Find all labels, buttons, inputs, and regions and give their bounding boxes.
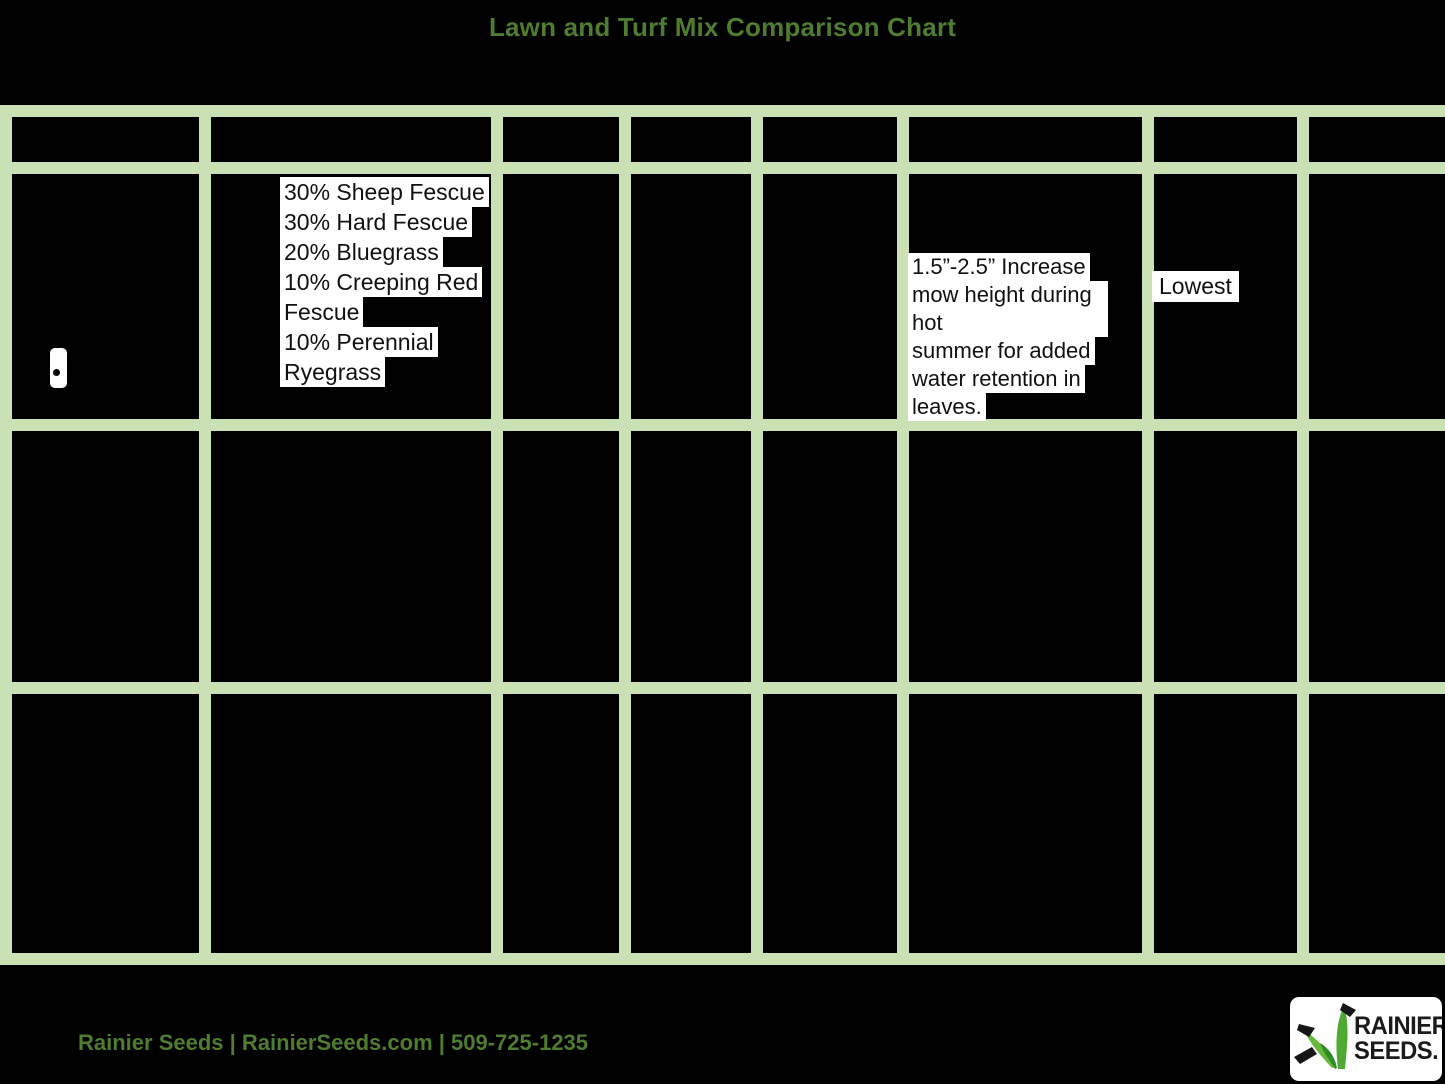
logo-line2: SEEDS. [1354,1037,1439,1065]
table-cell-r3-c7 [1309,694,1445,953]
highlighted-text-line: summer for added [908,337,1095,365]
table-cell-r3-c5 [909,694,1142,953]
table-cell-r1-c7 [1309,174,1445,419]
highlighted-text-line: 10% Perennial [280,327,438,357]
highlighted-text-line: leaves. [908,393,986,421]
table-cell-r3-c1 [211,694,491,953]
maintenance-level-text: Lowest [1152,271,1239,302]
table-cell-r3-c4 [763,694,897,953]
grass-blades-icon [1294,1003,1356,1069]
table-cell-r2-c0 [12,431,199,682]
footer-contact-line: Rainier Seeds | RainierSeeds.com | 509-7… [78,1030,589,1055]
table-cell-r3-c3 [631,694,751,953]
redaction-artifact [50,348,67,388]
artifact-dot [53,369,60,376]
table-cell-r1-c0 [12,174,199,419]
table-cell-r2-c5 [909,431,1142,682]
table-cell-r2-c6 [1154,431,1297,682]
highlighted-text-line: 10% Creeping Red [280,267,483,297]
table-cell-r3-c2 [503,694,619,953]
highlighted-text-line: 1.5”-2.5” Increase [908,253,1090,281]
table-cell-r1-c4 [763,174,897,419]
table-cell-r2-c7 [1309,431,1445,682]
table-cell-r1-c3 [631,174,751,419]
table-cell-r3-c6 [1154,694,1297,953]
highlighted-text-line: 30% Sheep Fescue [280,177,489,207]
table-cell-r0-c3 [631,117,751,162]
table-cell-r2-c3 [631,431,751,682]
table-cell-r2-c4 [763,431,897,682]
table-cell-r0-c0 [12,117,199,162]
logo-line1: RAINIER [1354,1012,1442,1040]
page-title: Lawn and Turf Mix Comparison Chart [488,12,957,42]
table-cell-r1-c2 [503,174,619,419]
table-cell-r3-c0 [12,694,199,953]
highlighted-text-line: Fescue [280,297,364,327]
table-cell-r0-c4 [763,117,897,162]
highlighted-text-line: 20% Bluegrass [280,237,443,267]
table-cell-r0-c5 [909,117,1142,162]
highlighted-text-line: water retention in [908,365,1085,393]
table-cell-r0-c1 [211,117,491,162]
table-cell-r0-c6 [1154,117,1297,162]
table-cell-r2-c2 [503,431,619,682]
highlighted-text-line: mow height during hot [908,281,1108,337]
highlighted-text-line: 30% Hard Fescue [280,207,473,237]
rainier-seeds-logo: RAINIER SEEDS. [1290,997,1442,1081]
table-cell-r0-c2 [503,117,619,162]
comparison-table [0,105,1445,965]
table-cell-r0-c7 [1309,117,1445,162]
table-cell-r2-c1 [211,431,491,682]
highlighted-text-line: Ryegrass [280,357,386,387]
logo-wordmark: RAINIER SEEDS. [1354,1014,1442,1064]
